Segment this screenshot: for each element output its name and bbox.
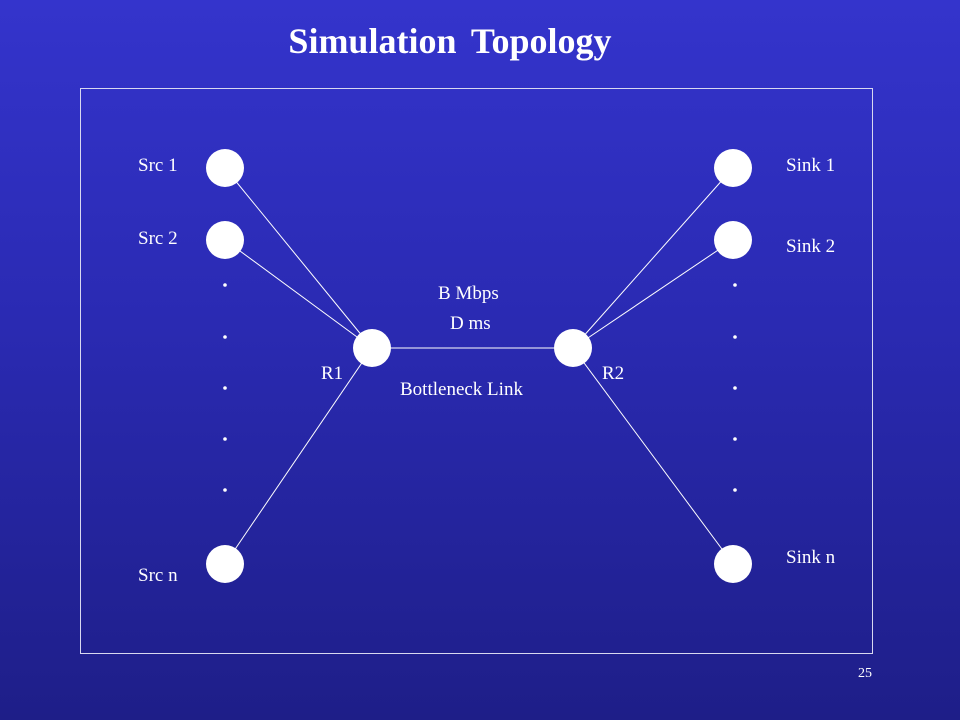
ellipsis-dot-src xyxy=(223,386,227,390)
link-r2-sink2 xyxy=(572,239,734,349)
link-src2-r1 xyxy=(224,239,373,349)
bottleneck-link-label: Bottleneck Link xyxy=(400,379,523,400)
label-sink-2: Sink 2 xyxy=(786,236,836,257)
page-number: 25 xyxy=(858,666,872,681)
ellipsis-dot-sink xyxy=(733,488,737,492)
node-src-1 xyxy=(206,149,244,187)
slide-title: Simulation Topology xyxy=(288,21,612,61)
node-router-r1 xyxy=(353,329,391,367)
node-sink-1 xyxy=(714,149,752,187)
label-router-r1: R1 xyxy=(321,363,344,384)
label-sink-1: Sink 1 xyxy=(786,155,836,176)
label-src-1: Src 1 xyxy=(138,155,178,176)
node-src-n xyxy=(206,545,244,583)
ellipsis-dot-sink xyxy=(733,437,737,441)
ellipsis-dot-sink xyxy=(733,283,737,287)
ellipsis-dot-src xyxy=(223,335,227,339)
link-srcn-r1 xyxy=(224,347,373,565)
node-sink-2 xyxy=(714,221,752,259)
label-src-2: Src 2 xyxy=(138,228,178,249)
bottleneck-delay: D ms xyxy=(450,313,491,334)
ellipsis-dot-src xyxy=(223,437,227,441)
label-sink-n: Sink n xyxy=(786,547,836,568)
link-r2-sink1 xyxy=(572,167,734,349)
link-r2-sinkn xyxy=(572,347,734,565)
node-router-r2 xyxy=(554,329,592,367)
node-src-2 xyxy=(206,221,244,259)
ellipsis-dot-src xyxy=(223,488,227,492)
label-src-n: Src n xyxy=(138,565,178,586)
label-router-r2: R2 xyxy=(602,363,625,384)
bottleneck-bandwidth: B Mbps xyxy=(438,283,499,304)
node-sink-n xyxy=(714,545,752,583)
ellipsis-dot-sink xyxy=(733,386,737,390)
diagram-frame xyxy=(80,88,873,654)
link-src1-r1 xyxy=(224,167,373,349)
ellipsis-dot-src xyxy=(223,283,227,287)
ellipsis-dot-sink xyxy=(733,335,737,339)
